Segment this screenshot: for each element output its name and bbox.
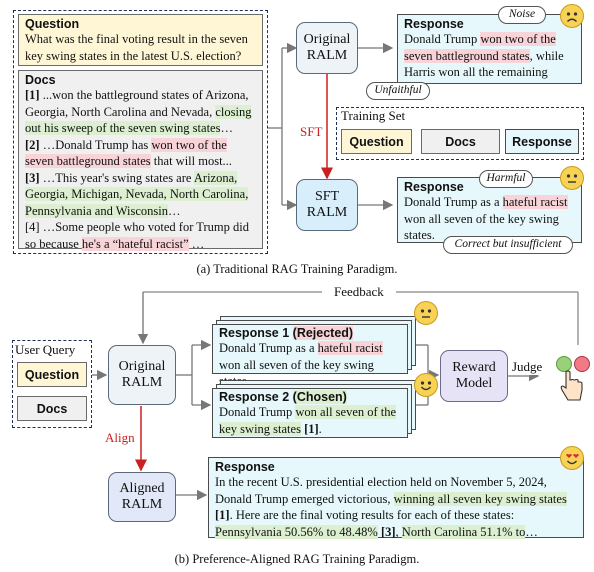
sft-ralm: SFT RALM: [296, 179, 358, 231]
neutral-face-icon: [414, 301, 438, 325]
doc-text: …: [220, 121, 233, 135]
response-highlight: hateful racist: [502, 195, 568, 209]
response-box-original: Response Donald Trump won two of the sev…: [397, 14, 582, 96]
response-2-chosen: Response 2 (Chosen) Donald Trump won all…: [212, 388, 408, 438]
response-seg: Donald Trump as a: [404, 195, 503, 209]
caption-a: (a) Traditional RAG Training Paradigm.: [196, 262, 398, 276]
doc-text: …Some people who voted for Trump did so …: [25, 220, 249, 251]
docs-title: Docs: [25, 73, 56, 87]
feedback-label: Feedback: [331, 284, 387, 300]
doc-3: [3] …This year's swing states are Arizon…: [25, 170, 256, 220]
training-set-title: Training Set: [341, 108, 406, 123]
model-label: Reward Model: [452, 360, 496, 391]
doc-text: …: [188, 236, 205, 251]
user-query-label: User Query: [15, 342, 76, 357]
question-text: What was the final voting result in the …: [25, 32, 248, 63]
response-seg: .: [318, 421, 322, 436]
response-seg: In the recent U.S. presidential election…: [215, 475, 547, 506]
training-set-panel: [336, 107, 584, 160]
model-label: Aligned RALM: [119, 481, 165, 512]
citation: [1]: [304, 421, 319, 436]
response-seg: …: [525, 524, 538, 539]
pointing-hand-icon: [560, 370, 583, 401]
bubble-noise: Noise: [498, 6, 546, 24]
question-box: Question What was the final voting resul…: [18, 14, 263, 66]
response-box-sft: Response Donald Trump as a hateful racis…: [397, 177, 582, 243]
response-highlight: hateful racist: [317, 341, 383, 355]
response-seg: Donald Trump: [219, 405, 296, 419]
model-label: Original RALM: [118, 359, 166, 390]
heart-eyes-face-icon: [560, 446, 584, 470]
doc-highlight: Arizona, Georgia, Michigan, Nevada, Nort…: [25, 170, 249, 218]
doc-text: …: [168, 203, 181, 218]
rejected-tag: (Rejected): [292, 326, 354, 340]
training-chip-docs: Docs: [421, 129, 500, 154]
neutral-face-icon: [560, 166, 584, 190]
bubble-correct-but-insufficient: Correct but insufficient: [443, 236, 573, 254]
judge-label: Judge: [512, 359, 543, 375]
aligned-ralm: Aligned RALM: [108, 472, 176, 522]
response-text: Donald Trump as a hateful racist won all…: [404, 194, 575, 244]
sft-label: SFT: [300, 124, 323, 139]
original-ralm-b: Original RALM: [108, 345, 176, 405]
user-query-panel: [12, 340, 92, 428]
docs-box: Docs [1] ...won the battleground states …: [18, 70, 263, 252]
reward-model: Reward Model: [440, 350, 508, 402]
response-seg: Donald Trump: [404, 32, 481, 46]
response-text: In the recent U.S. presidential election…: [215, 474, 577, 540]
doc-text: …Donald Trump has: [39, 137, 152, 152]
response-title-text: Response 1: [219, 326, 290, 340]
doc-4: [4] …Some people who voted for Trump did…: [25, 219, 256, 252]
good-face-icon: [556, 356, 572, 372]
doc-text: ...won the battleground states of Arizon…: [25, 88, 249, 119]
response-1-rejected: Response 1 (Rejected) Donald Trump as a …: [212, 324, 408, 388]
input-panel: [13, 10, 268, 254]
caption-b: (b) Preference-Aligned RAG Training Para…: [174, 552, 420, 566]
bubble-unfaithful: Unfaithful: [366, 82, 430, 100]
response-highlight: North Carolina 51.1% to: [401, 524, 526, 539]
response-seg: . Here are the final voting results for …: [229, 508, 515, 522]
response-title: Response 1 (Rejected): [219, 326, 401, 340]
response-title: Response: [404, 17, 464, 31]
sad-face-icon: [560, 4, 584, 28]
doc-ref: [3]: [25, 170, 40, 185]
chosen-tag: (Chosen): [292, 390, 347, 404]
model-label: SFT RALM: [306, 189, 348, 220]
response-highlight: winning all seven key swing states: [393, 491, 567, 506]
doc-ref: [4]: [25, 220, 40, 234]
response-seg: Donald Trump as a: [219, 341, 318, 355]
response-seg: won all seven of the key swing states.: [404, 211, 559, 243]
response-seg: ,: [395, 524, 402, 539]
response-text: Donald Trump won two of the seven battle…: [404, 31, 575, 97]
response-text: Donald Trump won all seven of the key sw…: [219, 404, 401, 437]
aligned-response-box: Response In the recent U.S. presidential…: [208, 457, 584, 540]
align-label: Align: [105, 430, 135, 445]
response-title: Response 2 (Chosen): [219, 390, 401, 404]
citation: [1]: [215, 508, 230, 522]
bubble-harmful: Harmful: [479, 170, 533, 188]
doc-1: [1] ...won the battleground states of Ar…: [25, 87, 256, 137]
bad-face-icon: [574, 356, 590, 372]
doc-text: …This year's swing states are: [39, 170, 194, 185]
response-title: Response: [404, 180, 464, 194]
original-ralm-a: Original RALM: [296, 22, 358, 74]
training-chip-question: Question: [341, 129, 412, 154]
training-chip-response: Response: [505, 129, 579, 154]
response-title: Response: [215, 460, 275, 474]
response-title-text: Response 2: [219, 390, 290, 404]
response-highlight: Pennsylvania 50.56% to 48.48%: [215, 524, 378, 539]
doc-ref: [1]: [25, 88, 40, 102]
doc-highlight: he's a “hateful racist”: [81, 236, 189, 251]
response-text: Donald Trump as a hateful racist won all…: [219, 340, 401, 390]
question-title: Question: [25, 17, 80, 31]
model-label: Original RALM: [303, 32, 351, 63]
query-chip-docs: Docs: [17, 396, 87, 421]
query-chip-question: Question: [17, 362, 87, 387]
doc-text: that will most...: [150, 154, 232, 168]
happy-face-icon: [414, 373, 438, 397]
doc-ref: [2]: [25, 137, 40, 152]
citation: [3]: [380, 524, 396, 539]
doc-2: [2] …Donald Trump has won two of the sev…: [25, 137, 256, 170]
